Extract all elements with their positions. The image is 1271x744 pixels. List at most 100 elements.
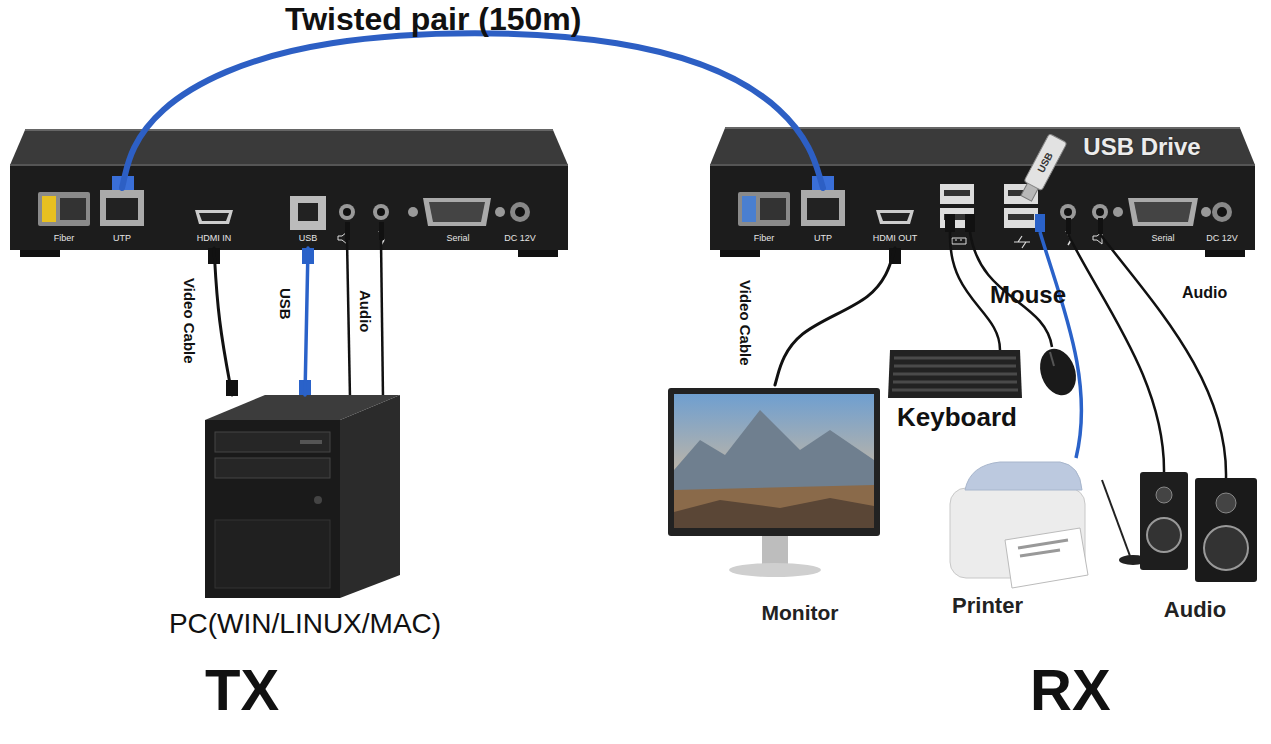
device-label: Monitor	[700, 601, 900, 624]
usb-drive: USBUSB Drive	[1020, 128, 1220, 192]
rx-ports	[876, 210, 914, 224]
cable-label: Video Cable	[180, 278, 197, 364]
speakers	[1204, 526, 1248, 570]
rx-ports	[1134, 202, 1192, 222]
tx-ports	[106, 198, 138, 220]
cable-label: USB	[276, 288, 293, 320]
cable-label: Twisted pair (150m)	[285, 2, 581, 37]
monitor	[674, 410, 874, 528]
device-label: PC(WIN/LINUX/MAC)	[120, 609, 490, 640]
rx-ports	[807, 198, 839, 220]
device-label: USB Drive	[1064, 134, 1220, 160]
rx-ports	[1128, 198, 1198, 226]
cable-plugs	[945, 214, 955, 232]
port-label: USB	[286, 234, 330, 244]
pc-tower	[314, 496, 322, 504]
port-label: Serial	[1115, 234, 1211, 244]
tx-ports	[429, 202, 485, 222]
speakers	[1156, 487, 1172, 503]
tx-ports	[373, 204, 389, 220]
speakers	[1216, 493, 1236, 513]
rx-ports	[1201, 207, 1211, 217]
tx-ports	[298, 203, 318, 221]
mouse: Mouse	[978, 280, 1078, 400]
cable-label: Video Cable	[736, 280, 753, 366]
port: Serial	[410, 194, 506, 248]
rx-ports	[1092, 204, 1108, 220]
port: DC 12V	[1202, 198, 1242, 248]
rx-chassis	[710, 128, 1255, 165]
keyboard	[888, 350, 1022, 398]
port: Fiber	[36, 188, 92, 246]
tx-chassis	[10, 164, 568, 166]
port-label: Fiber	[736, 234, 792, 244]
rx-chassis	[710, 128, 1255, 257]
cable-plugs	[1066, 218, 1071, 234]
printer	[950, 462, 1088, 588]
speakers: Audio	[1105, 455, 1265, 630]
unit-name: TX	[205, 658, 279, 722]
device-label: Keyboard	[877, 403, 1037, 432]
port-label: HDMI IN	[186, 234, 242, 244]
tx-ports	[515, 207, 525, 217]
monitor	[674, 394, 874, 528]
tx-ports	[510, 202, 530, 222]
printer	[965, 462, 1082, 490]
keyboard: Keyboard	[877, 345, 1037, 435]
tx-ports	[195, 210, 233, 224]
printer: Printer	[935, 455, 1095, 625]
rx-ports	[940, 184, 974, 204]
rx-ports	[801, 190, 845, 226]
rx-ports	[1008, 214, 1034, 220]
cable-label: Audio	[356, 290, 373, 333]
device-label: Printer	[935, 594, 1040, 618]
tx-chassis	[518, 250, 558, 257]
rx-ports	[952, 238, 966, 244]
tx-ports	[377, 208, 385, 216]
usb-stick	[1017, 134, 1067, 203]
pc-tower	[340, 395, 400, 598]
unit-name: RX	[1030, 658, 1111, 722]
cable-plugs	[1098, 218, 1103, 234]
monitor: Monitor	[660, 385, 885, 630]
port-label: UTP	[98, 234, 146, 244]
rx-ports	[944, 190, 970, 196]
monitor	[674, 485, 874, 528]
tx-ports	[60, 198, 86, 220]
pc-tower	[300, 440, 322, 444]
rx-chassis	[1205, 250, 1245, 257]
speakers	[1102, 472, 1257, 582]
rx-ports	[1212, 202, 1232, 222]
printer	[1018, 540, 1068, 556]
pc-tower	[215, 520, 330, 588]
monitor	[729, 563, 821, 577]
monitor	[674, 498, 874, 528]
cable	[775, 248, 895, 385]
pc: PC(WIN/LINUX/MAC)	[120, 395, 490, 645]
tx-ports	[42, 196, 56, 222]
port: USB	[286, 192, 330, 248]
port-label: UTP	[799, 234, 847, 244]
speakers	[1195, 478, 1257, 582]
rx-ports	[1004, 208, 1038, 228]
pc-tower	[205, 420, 340, 598]
rx-ports	[1113, 207, 1123, 217]
static-wires	[1040, 232, 1081, 458]
tx-chassis	[10, 130, 568, 257]
port: HDMI OUT	[866, 205, 924, 248]
rx-ports	[1014, 236, 1030, 248]
device-label: USB	[1030, 140, 1060, 184]
speakers	[1147, 518, 1181, 552]
tx-ports	[339, 204, 355, 220]
rx-ports	[880, 213, 910, 221]
keyboard	[892, 358, 1018, 390]
tx-ports	[343, 208, 351, 216]
tx-ports	[290, 196, 326, 230]
tx-chassis	[20, 250, 60, 257]
port-label: DC 12V	[500, 234, 540, 244]
keyboard	[888, 350, 1022, 398]
speakers	[1140, 472, 1188, 570]
tx-ports	[38, 192, 90, 226]
